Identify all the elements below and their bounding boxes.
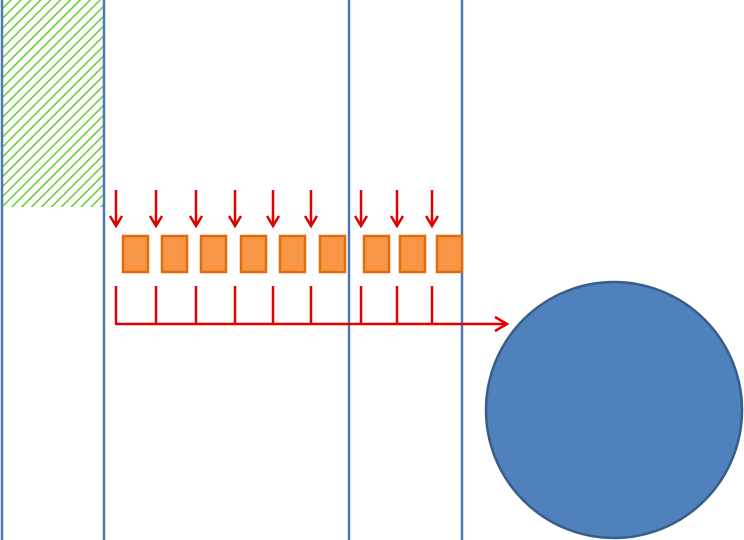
box-row — [121, 234, 464, 274]
orange-box — [435, 234, 464, 274]
orange-box — [199, 234, 228, 274]
down-arrow-head — [108, 215, 124, 229]
down-arrow-head — [424, 215, 440, 229]
collector — [114, 286, 510, 333]
down-arrow-head — [353, 215, 369, 229]
orange-box — [160, 234, 189, 274]
orange-box — [121, 234, 150, 274]
orange-box — [398, 234, 427, 274]
down-arrow-head — [265, 215, 281, 229]
orange-box — [318, 234, 347, 274]
orange-box — [362, 234, 391, 274]
orange-box — [278, 234, 307, 274]
target-circle — [484, 280, 744, 540]
down-arrow-head — [303, 215, 319, 229]
down-arrow-head — [227, 215, 243, 229]
orange-box — [239, 234, 268, 274]
collector-arrowhead — [494, 315, 510, 333]
down-arrow-head — [389, 215, 405, 229]
input-arrows — [108, 190, 440, 229]
down-arrow-head — [188, 215, 204, 229]
down-arrow-head — [148, 215, 164, 229]
hatched-block — [2, 0, 104, 207]
